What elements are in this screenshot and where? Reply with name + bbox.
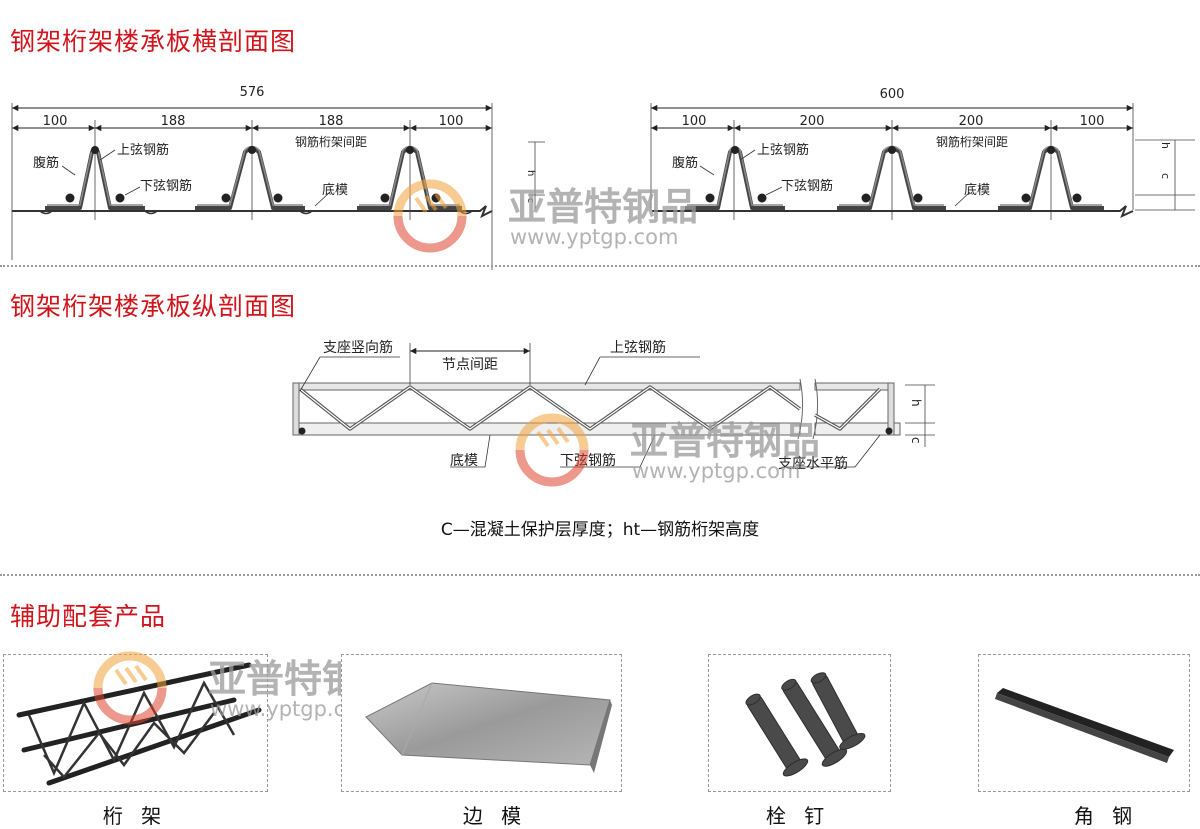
cross-left-total: 576: [240, 85, 265, 100]
angle-steel-image: [995, 688, 1174, 763]
cross-right-seg-2: 200: [800, 114, 825, 129]
divider-2: [0, 574, 1200, 576]
cross-left-seg-3: 188: [319, 114, 344, 129]
truss-image: [16, 662, 262, 786]
cross-left-seg-4: 100: [439, 114, 464, 129]
cross-left-group: 576 100 188 188 100: [11, 85, 545, 270]
long-top-chord-label: 上弦钢筋: [610, 339, 666, 356]
cross-right-web-label: 腹筋: [672, 155, 698, 171]
cross-right-total: 600: [880, 87, 905, 102]
watermark-logo-2: 亚普特钢品 www.yptgp.com: [515, 413, 820, 487]
watermark-url-2: www.yptgp.com: [632, 459, 800, 483]
product-card-edge-form[interactable]: [341, 654, 622, 792]
cross-left-top-chord-label: 上弦钢筋: [117, 142, 169, 158]
product-card-angle-steel[interactable]: [978, 654, 1190, 792]
accessories-section-title: 辅助配套产品: [10, 602, 167, 631]
cross-left-seg-1: 100: [43, 114, 68, 129]
node-spacing-label: 节点间距: [442, 357, 498, 373]
cross-left-base-label: 底模: [322, 182, 348, 198]
edge-form-image: [365, 682, 612, 773]
cross-right-seg-3: 200: [959, 114, 984, 129]
long-bottom-chord-label: 下弦钢筋: [560, 452, 616, 469]
cross-right-base-label: 底模: [964, 182, 990, 198]
watermark-logo-1: 亚普特钢品 www.yptgp.com: [393, 179, 698, 253]
cross-right-seg-1: 100: [682, 114, 707, 129]
cross-section-diagram: 576 100 188 188 100: [11, 85, 1195, 270]
product-card-stud[interactable]: [708, 654, 891, 792]
product-name-stud: 栓 钉: [765, 804, 831, 828]
svg-text:c: c: [525, 198, 535, 203]
cross-section-title: 钢架桁架楼承板横剖面图: [10, 27, 297, 56]
watermark-brand-1: 亚普特钢品: [508, 185, 698, 229]
cross-left-spacing-label: 钢筋桁架间距: [295, 134, 367, 149]
longitudinal-diagram: 节点间距 支座竖向筋 上弦钢筋 底模 下弦钢筋 支座水平筋 h c: [292, 339, 935, 472]
support-vertical-label: 支座竖向筋: [323, 339, 393, 356]
long-ht-dim: h: [909, 399, 923, 407]
product-name-edge-form: 边 模: [462, 804, 528, 828]
cross-right-ht-dim: h: [1159, 142, 1172, 149]
cross-right-top-chord-label: 上弦钢筋: [757, 142, 809, 158]
support-horizontal-label: 支座水平筋: [778, 455, 848, 472]
cross-right-group: 600 100 200 200 100: [650, 87, 1195, 220]
cross-left-web-label: 腹筋: [33, 155, 59, 171]
longitudinal-section-title: 钢架桁架楼承板纵剖面图: [10, 292, 297, 321]
watermark-url-1: www.yptgp.com: [510, 225, 678, 249]
svg-text:h: h: [525, 170, 536, 176]
cross-left-seg-2: 188: [161, 114, 186, 129]
legend-text: C—混凝土保护层厚度；ht—钢筋桁架高度: [440, 520, 760, 540]
cross-right-c-dim: c: [1159, 173, 1172, 179]
product-name-angle-steel: 角 钢: [1073, 804, 1139, 828]
cross-left-bottom-chord-label: 下弦钢筋: [140, 178, 192, 194]
long-base-label: 底模: [450, 453, 478, 469]
watermark-brand-2: 亚普特钢品: [630, 419, 820, 463]
product-name-truss: 桁 架: [102, 804, 168, 828]
cross-right-spacing-label: 钢筋桁架间距: [936, 134, 1008, 149]
long-c-dim: c: [909, 437, 923, 444]
cross-right-seg-4: 100: [1080, 114, 1105, 129]
stud-image: [745, 672, 866, 777]
cross-right-bottom-chord-label: 下弦钢筋: [781, 178, 833, 194]
divider-1: [0, 265, 1200, 267]
